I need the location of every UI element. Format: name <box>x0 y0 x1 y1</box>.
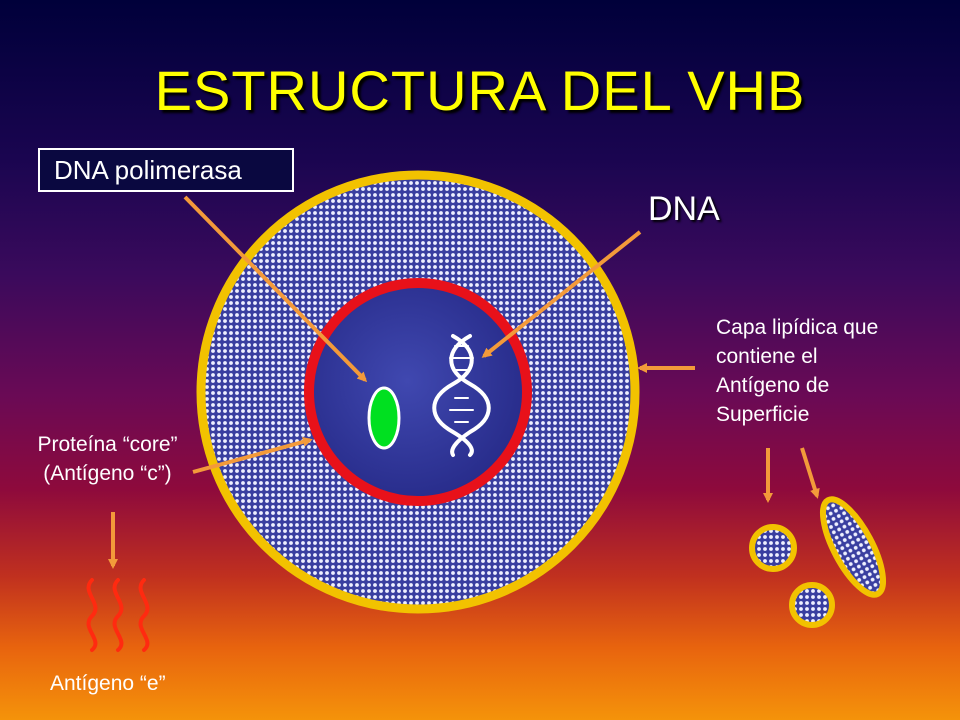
capsid-core <box>304 278 532 506</box>
capa-label-line-1: Capa lipídica que <box>716 316 879 339</box>
dna-polimerasa-label: DNA polimerasa <box>38 148 294 192</box>
capa-label-line-4: Superficie <box>716 403 810 426</box>
dna-label: DNA <box>648 190 720 228</box>
surface-antigen-sphere-1 <box>749 524 797 572</box>
arrow-core <box>192 437 313 474</box>
capa-label-line-2: contiene el <box>716 345 818 368</box>
capa-lipidica-label: Capa lipídica que contiene el Antígeno d… <box>716 313 946 429</box>
arrow-surface-2 <box>800 447 820 499</box>
antigeno-e-label: Antígeno “e” <box>50 672 166 695</box>
slide-title: ESTRUCTURA DEL VHB <box>154 59 806 122</box>
surface-antigen-sphere-2 <box>789 582 835 628</box>
core-label-line-2: (Antígeno “c”) <box>43 462 172 485</box>
arrow-dna <box>481 230 642 358</box>
capa-label-line-3: Antígeno de <box>716 374 830 397</box>
proteina-core-label: Proteína “core” (Antígeno “c”) <box>0 430 215 488</box>
polymerase-ellipse-icon <box>367 386 401 450</box>
dna-helix-icon <box>432 334 491 457</box>
surface-antigen-filament <box>819 496 887 598</box>
wavy-lines-icon <box>86 578 150 652</box>
core-label-line-1: Proteína “core” <box>37 433 178 456</box>
arrow-dna-polimerasa <box>183 195 368 383</box>
